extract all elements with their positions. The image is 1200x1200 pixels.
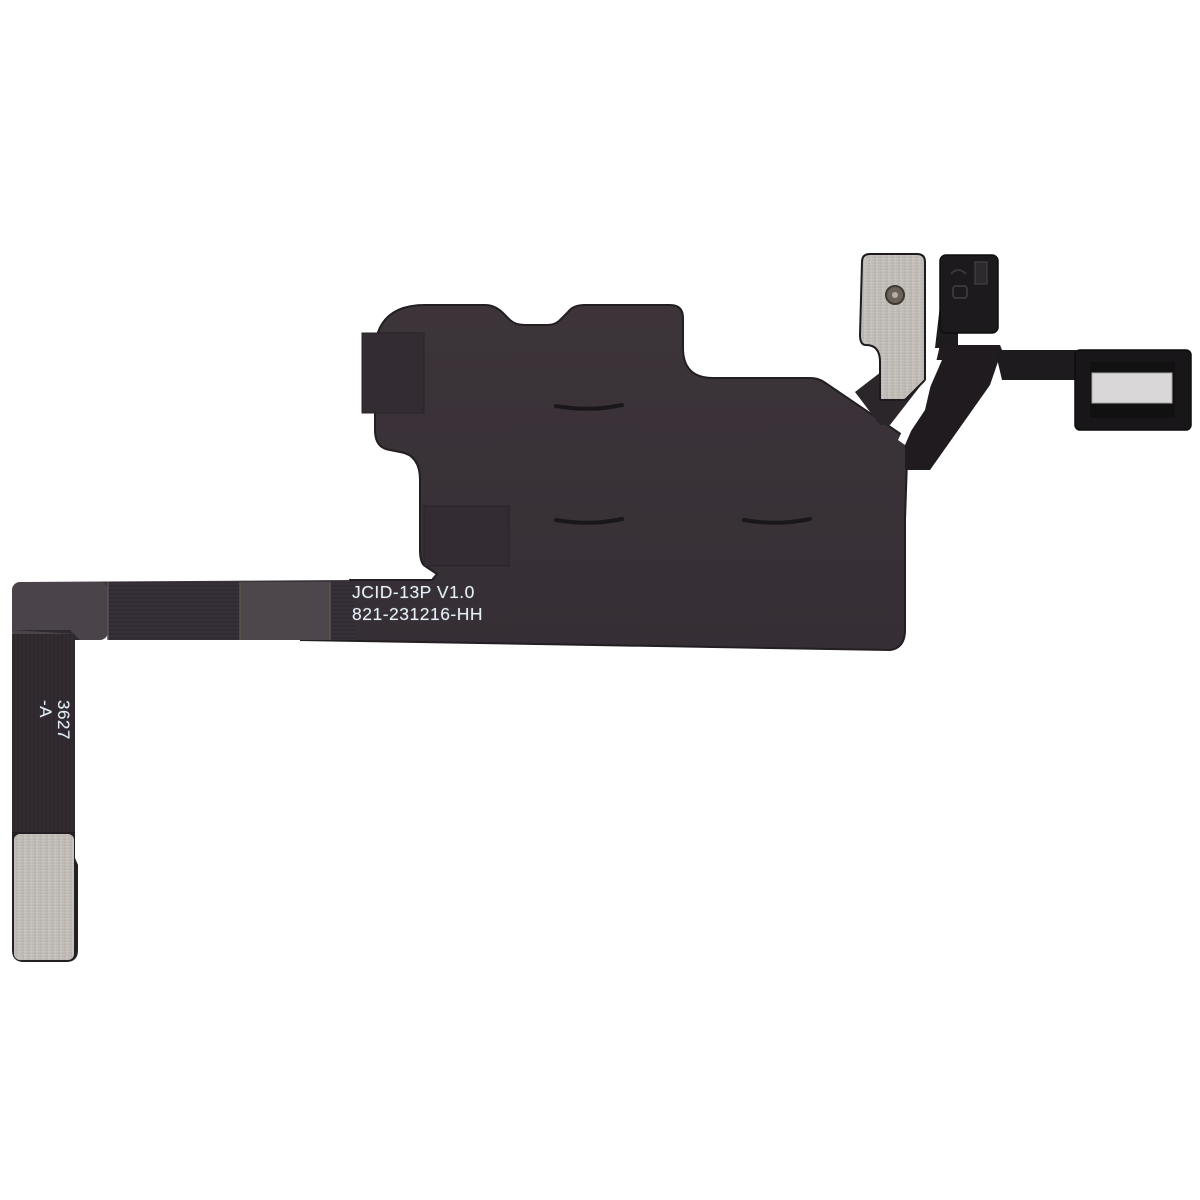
- metal-tab-top: [858, 253, 926, 401]
- main-shield-body: [299, 304, 909, 652]
- tail-code-line2: -A: [36, 700, 55, 718]
- sensor-lens-icon: [950, 269, 967, 275]
- metal-stiffener-tail: [14, 834, 74, 960]
- shield-patch-upper: [361, 332, 425, 414]
- speaker-grille: [1091, 372, 1173, 404]
- sensor-module: [939, 254, 999, 334]
- slit-mark: [742, 517, 812, 525]
- diagonal-flex-arm-left: [855, 253, 926, 425]
- horizontal-flex-arm: [12, 580, 355, 640]
- slit-mark: [554, 517, 624, 525]
- slit-mark: [554, 403, 624, 411]
- shield-patch-lower: [423, 505, 510, 567]
- sensor-window-icon: [952, 285, 968, 299]
- tail-code-label: 3627 -A: [14, 700, 94, 780]
- part-number-label: 821-231216-HH: [352, 604, 484, 624]
- diagonal-flex-arm-right: [898, 254, 1192, 470]
- tail-code-line1: 3627: [54, 700, 73, 740]
- vertical-flex-tail: [12, 630, 80, 962]
- model-label: JCID-13P V1.0: [352, 582, 475, 602]
- qr-code: [974, 261, 988, 285]
